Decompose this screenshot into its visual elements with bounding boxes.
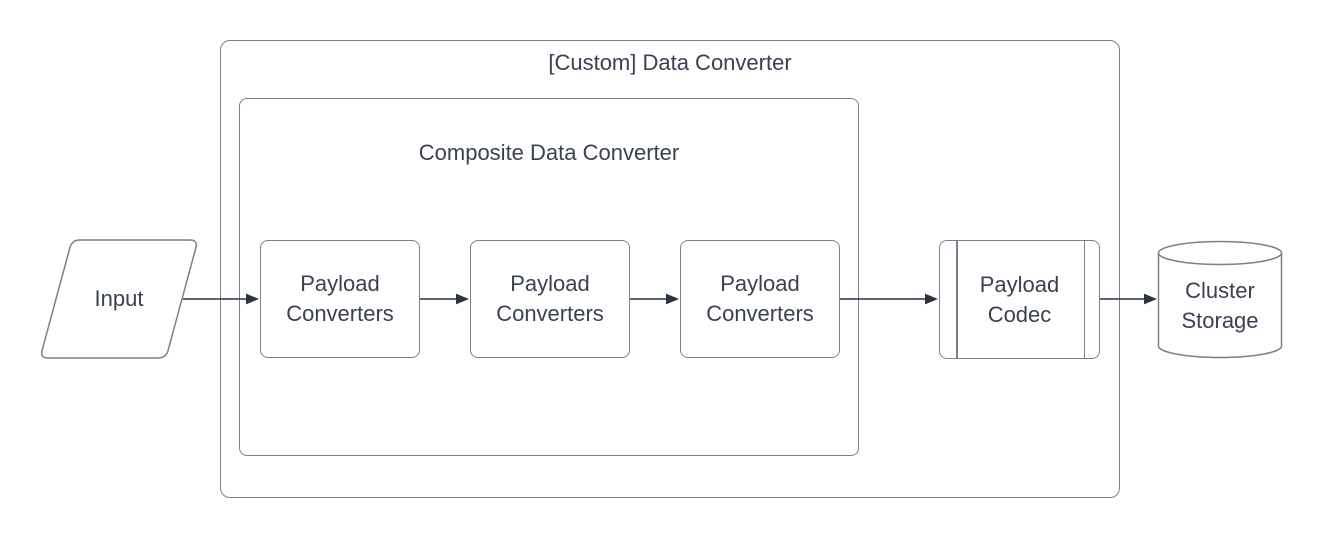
cluster-storage-label: Cluster Storage	[1181, 278, 1259, 333]
custom-data-converter-title: [Custom] Data Converter	[548, 50, 792, 75]
payload-converters-box-1: Payload Converters	[260, 240, 420, 358]
composite-data-converter-title: Composite Data Converter	[418, 140, 680, 165]
custom-data-converter-group: [Custom] Data Converter	[220, 40, 1120, 498]
payload-codec-label: Payload Codec	[979, 271, 1060, 327]
payload-converters-label-1: Payload Converters	[286, 271, 394, 326]
composite-data-converter-group: Composite Data Converter	[239, 98, 859, 456]
payload-converters-label-2: Payload Converters	[496, 271, 604, 326]
input-label: Input	[94, 286, 144, 311]
payload-codec-box: Payload Codec	[939, 240, 1100, 359]
component-bar-left	[956, 241, 958, 358]
payload-converters-label-3: Payload Converters	[706, 271, 814, 326]
payload-converters-box-2: Payload Converters	[470, 240, 630, 358]
component-bar-right	[1083, 241, 1085, 358]
payload-converters-box-3: Payload Converters	[680, 240, 840, 358]
